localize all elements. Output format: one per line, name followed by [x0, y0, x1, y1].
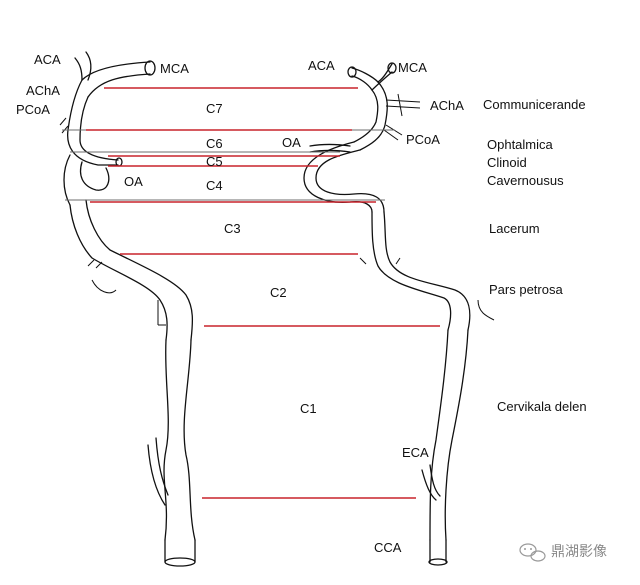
left-eca-outer [147, 444, 166, 506]
right-vessel [303, 62, 495, 566]
segment-c5-label: C5 [206, 154, 223, 169]
right-mca-label: MCA [398, 60, 427, 75]
right-cervical-outer [444, 329, 469, 541]
left-cca-body [164, 539, 196, 563]
right-pcoa-label: PCoA [406, 132, 440, 147]
right-oa-label: OA [282, 135, 301, 150]
segment-c4-label: C4 [206, 178, 223, 193]
right-cca-body [429, 539, 447, 563]
left-vessel [59, 51, 196, 567]
right-mca-branch [371, 63, 393, 91]
region-ophtalmica-label: Ophtalmica [487, 137, 554, 152]
right-cavernous-outer [315, 149, 385, 213]
cca-label: CCA [374, 540, 402, 555]
left-dura-ticks [59, 117, 166, 326]
region-pars-petrosa-label: Pars petrosa [489, 282, 563, 297]
right-cavernous-inner [303, 141, 373, 213]
left-oa-label: OA [124, 174, 143, 189]
left-cavernous-loop-outer [63, 154, 71, 206]
left-mca-end [144, 60, 156, 76]
left-petrous-outer [69, 204, 168, 341]
eca-label: ECA [402, 445, 429, 460]
right-aca-label: ACA [308, 58, 335, 73]
right-acha-twigs [385, 93, 421, 117]
right-oa-stub [309, 143, 351, 153]
left-petrous-inner [85, 199, 194, 341]
right-supraclinoid-outer [359, 81, 388, 151]
left-oa-end [115, 157, 123, 167]
left-supraclinoid-inner [79, 96, 119, 161]
right-eca-inner [429, 464, 441, 497]
region-communicerande-label: Communicerande [483, 97, 586, 112]
right-mca-end [387, 62, 397, 74]
left-mca-label: MCA [160, 61, 189, 76]
left-mca-branch [81, 61, 151, 98]
left-eca-inner [155, 437, 169, 496]
region-lacerum-label: Lacerum [489, 221, 540, 236]
left-aca-branch [74, 51, 92, 81]
region-cervikala-delen-label: Cervikala delen [497, 399, 587, 414]
left-pcoa-label: PCoA [16, 102, 50, 117]
right-eca-outer [421, 469, 437, 501]
region-clinoid-label: Clinoid [487, 155, 527, 170]
watermark: 鼎湖影像 [519, 543, 607, 562]
right-aca-end [347, 66, 357, 78]
segment-boundaries [86, 87, 440, 499]
right-supraclinoid-inner [353, 89, 379, 143]
right-acha-label: AChA [430, 98, 464, 113]
right-petrous-inner [371, 211, 452, 331]
segment-c6-label: C6 [206, 136, 223, 151]
segment-c2-label: C2 [270, 285, 287, 300]
right-dura-ticks [359, 257, 495, 321]
wechat-icon [519, 543, 546, 562]
left-cca-end [164, 557, 196, 567]
left-cervical-inner [183, 339, 196, 541]
right-pcoa-twigs [383, 124, 403, 141]
region-cavernousus-label: Cavernousus [487, 173, 564, 188]
right-petrous-outer [383, 211, 471, 331]
segment-c1-label: C1 [300, 401, 317, 416]
right-cca-end [428, 558, 448, 566]
left-cavernous-loop-inner [79, 161, 110, 191]
right-cervical-inner [429, 329, 449, 541]
segment-c3-label: C3 [224, 221, 241, 236]
segment-c7-label: C7 [206, 101, 223, 116]
left-cervical-outer [163, 339, 169, 541]
left-aca-label: ACA [34, 52, 61, 67]
left-acha-label: AChA [26, 83, 60, 98]
watermark-text: 鼎湖影像 [551, 543, 607, 559]
